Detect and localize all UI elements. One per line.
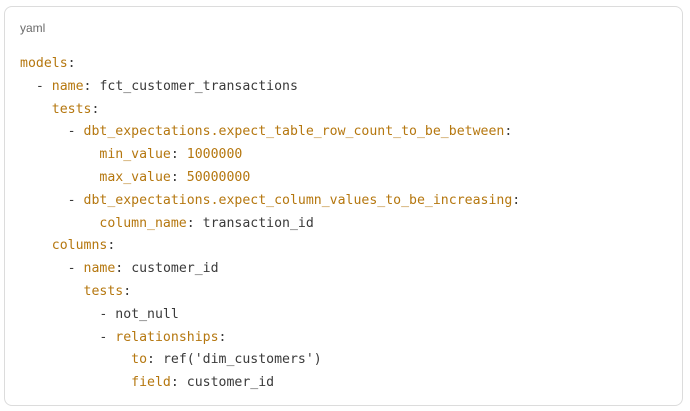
- list-dash: -: [99, 306, 116, 322]
- code-line: to: ref('dim_customers'): [20, 349, 520, 372]
- code-line: - dbt_expectations.expect_table_row_coun…: [20, 121, 520, 144]
- yaml-colon: :: [170, 375, 179, 391]
- code-indent: [20, 261, 68, 276]
- code-line: - not_null: [20, 304, 520, 327]
- code-line: max_value: 50000000: [20, 167, 520, 190]
- code-line: - name: customer_id: [20, 258, 520, 281]
- code-indent: [20, 102, 52, 117]
- yaml-value: fct_customer_transactions: [91, 78, 298, 94]
- code-line: models:: [20, 53, 520, 76]
- code-block: yaml models: - name: fct_customer_transa…: [4, 6, 683, 406]
- yaml-colon: :: [123, 283, 132, 299]
- code-line: columns:: [20, 235, 520, 258]
- yaml-key: tests: [83, 283, 124, 299]
- yaml-key: columns: [51, 238, 108, 254]
- yaml-key: column_name: [99, 215, 187, 231]
- code-line: - name: fct_customer_transactions: [20, 76, 520, 99]
- yaml-key: min_value: [99, 147, 171, 163]
- yaml-colon: :: [186, 215, 195, 231]
- code-line: min_value: 1000000: [20, 144, 520, 167]
- yaml-value: 1000000: [178, 147, 243, 163]
- yaml-key: name: [51, 78, 84, 94]
- code-indent: [20, 284, 84, 299]
- yaml-key: relationships: [115, 329, 219, 345]
- list-dash: -: [35, 78, 52, 94]
- yaml-colon: :: [512, 192, 521, 208]
- yaml-colon: :: [107, 238, 116, 254]
- yaml-key: to: [131, 352, 148, 368]
- code-line: - dbt_expectations.expect_column_values_…: [20, 190, 521, 213]
- yaml-colon: :: [170, 169, 179, 185]
- code-line: tests:: [20, 281, 520, 304]
- yaml-key: field: [131, 375, 171, 391]
- yaml-value: ref('dim_customers'): [155, 352, 322, 368]
- yaml-key: dbt_expectations.expect_column_values_to…: [83, 192, 513, 208]
- yaml-colon: :: [115, 261, 124, 277]
- yaml-value: 50000000: [178, 169, 251, 185]
- yaml-colon: :: [83, 78, 92, 94]
- code-indent: [20, 124, 68, 139]
- list-dash: -: [67, 124, 84, 140]
- yaml-colon: :: [147, 352, 155, 368]
- code-indent: [20, 193, 68, 208]
- yaml-colon: :: [170, 147, 179, 163]
- yaml-value: transaction_id: [194, 215, 314, 231]
- code-indent: [20, 375, 131, 390]
- code-indent: [20, 352, 131, 367]
- yaml-colon: :: [67, 56, 76, 71]
- yaml-key: name: [83, 261, 116, 277]
- yaml-key: dbt_expectations.expect_table_row_count_…: [83, 124, 505, 140]
- code-indent: [20, 147, 99, 162]
- code-indent: [20, 216, 99, 231]
- code-indent: [20, 238, 52, 253]
- yaml-key: max_value: [99, 169, 171, 185]
- code-line: tests:: [20, 99, 520, 122]
- yaml-value: customer_id: [123, 261, 219, 277]
- yaml-colon: :: [218, 329, 227, 345]
- yaml-value: customer_id: [178, 375, 275, 391]
- code-line: - relationships:: [20, 327, 520, 350]
- yaml-colon: :: [91, 101, 100, 117]
- code-language-label: yaml: [20, 21, 46, 35]
- code-indent: [20, 307, 99, 322]
- code-line: field: customer_id: [20, 372, 520, 395]
- code-indent: [20, 330, 99, 345]
- list-dash: -: [99, 329, 116, 345]
- list-dash: -: [67, 192, 84, 208]
- yaml-value: not_null: [115, 306, 179, 322]
- code-line: column_name: transaction_id: [20, 213, 520, 236]
- list-dash: -: [67, 261, 84, 277]
- code-content[interactable]: models: - name: fct_customer_transaction…: [20, 53, 520, 395]
- yaml-key: tests: [51, 101, 92, 117]
- yaml-colon: :: [504, 124, 513, 140]
- code-indent: [20, 170, 99, 185]
- yaml-key: models: [20, 56, 68, 71]
- code-indent: [20, 79, 36, 94]
